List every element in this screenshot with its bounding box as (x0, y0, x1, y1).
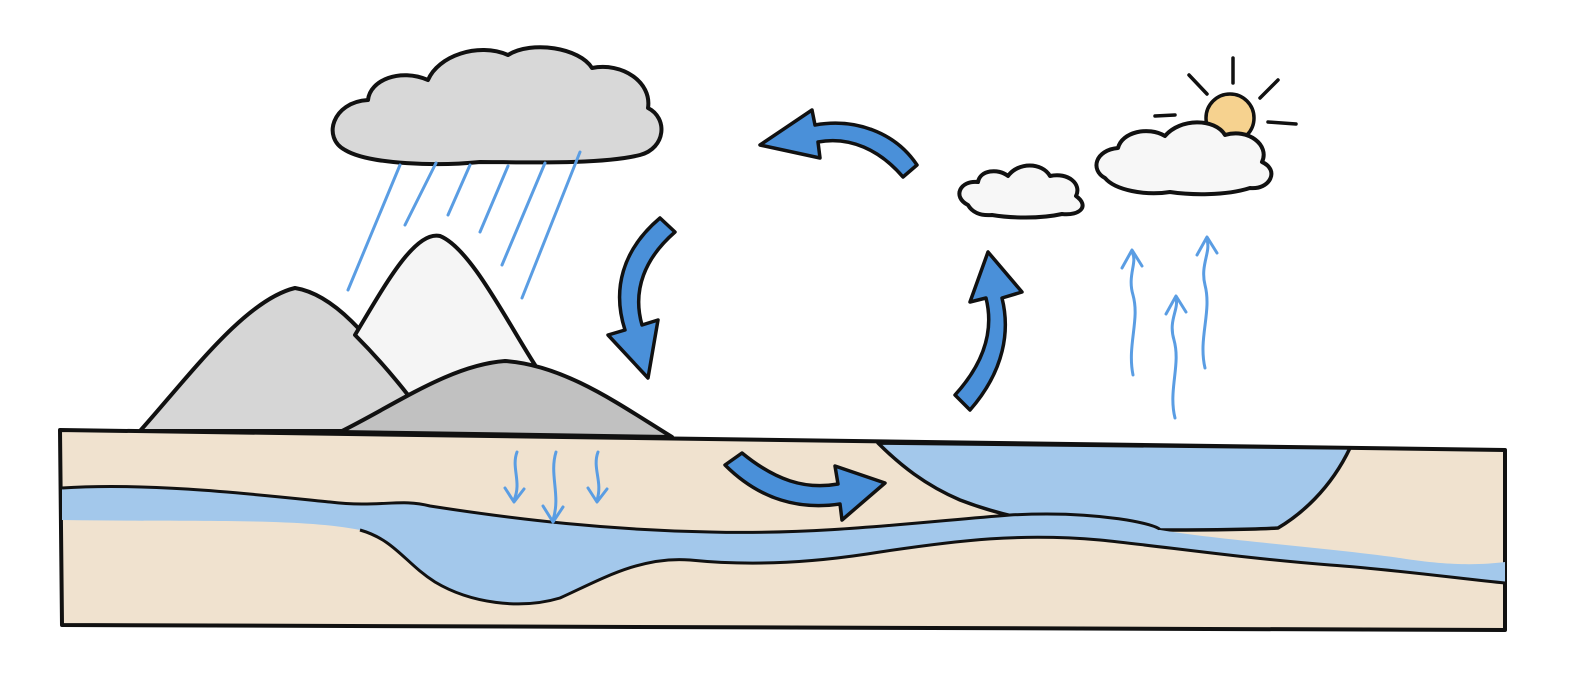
sun-rays (1153, 56, 1298, 126)
rain (346, 150, 582, 300)
evaporation-arrow (1164, 294, 1188, 420)
raindrop-streak (520, 150, 582, 300)
evaporation-arrow (1195, 235, 1219, 370)
rain-cloud-shape (330, 45, 664, 166)
mountains (138, 233, 674, 439)
infiltration-arrows (503, 450, 609, 524)
groundwater (62, 486, 1505, 604)
raindrop-streak (500, 161, 547, 267)
evaporation-arrows (1120, 235, 1219, 420)
cycle-arrow-left-down (606, 216, 677, 380)
white-cloud-small (957, 163, 1085, 220)
cycle-arrows (606, 108, 1024, 522)
groundwater-bottom-edge (359, 528, 1506, 606)
mountain-front (338, 359, 674, 439)
raindrop-streak (446, 163, 472, 217)
raindrop-streak (346, 163, 402, 292)
groundwater-top-edge (61, 484, 1162, 534)
cycle-arrow-right-up (953, 250, 1024, 412)
infiltration-arrow (541, 450, 565, 524)
white-cloud-large (1094, 120, 1274, 197)
infiltration-arrow (503, 450, 526, 504)
cycle-arrow-top (758, 108, 919, 179)
ground (58, 428, 1507, 632)
cycle-arrow-ground (723, 451, 887, 522)
raindrop-streak (403, 161, 438, 227)
infiltration-arrow (586, 450, 609, 504)
mountain-middle (353, 233, 537, 397)
raindrop-streak (478, 164, 510, 234)
evaporation-arrow (1120, 248, 1144, 377)
rain-cloud (330, 45, 664, 166)
small-clouds (957, 120, 1274, 220)
